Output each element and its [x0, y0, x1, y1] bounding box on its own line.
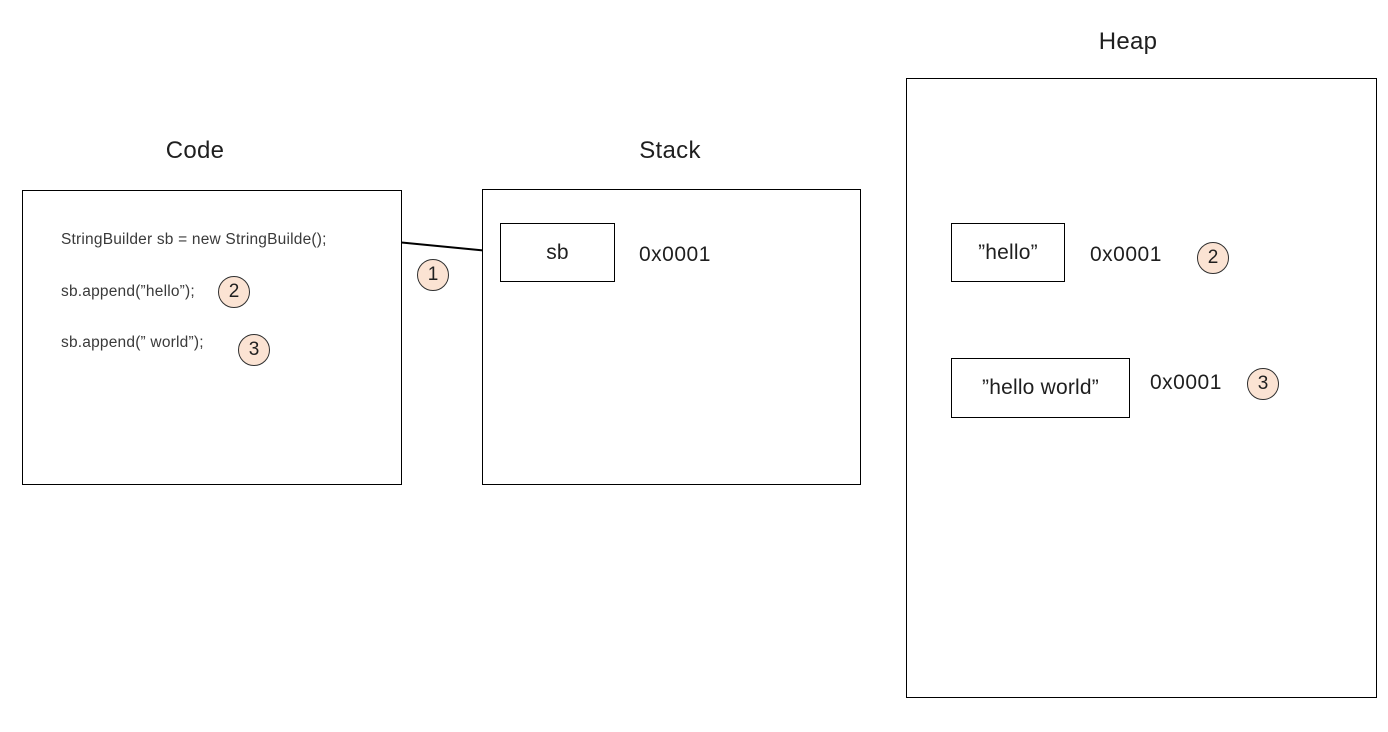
code-line-1: StringBuilder sb = new StringBuilde(); — [61, 231, 327, 248]
code-section-title: Code — [165, 137, 225, 164]
heap-section-title: Heap — [1098, 28, 1158, 55]
stack-box — [482, 189, 861, 485]
stack-variable-address: 0x0001 — [639, 243, 711, 266]
step-badge-2: 2 — [218, 276, 250, 308]
heap-step-badge-2: 2 — [1197, 242, 1229, 274]
heap-object-helloworld-address: 0x0001 — [1150, 371, 1222, 394]
heap-object-hello-box: ”hello” — [951, 223, 1065, 282]
code-line-3: sb.append(” world”); — [61, 334, 204, 351]
heap-step-badge-3: 3 — [1247, 368, 1279, 400]
heap-object-helloworld-box: ”hello world” — [951, 358, 1130, 418]
code-box — [22, 190, 402, 485]
code-line-2: sb.append(”hello”); — [61, 283, 195, 300]
step-badge-1: 1 — [417, 259, 449, 291]
heap-object-hello-address: 0x0001 — [1090, 243, 1162, 266]
stack-variable-box: sb — [500, 223, 615, 282]
step-badge-3: 3 — [238, 334, 270, 366]
stack-section-title: Stack — [639, 137, 701, 164]
